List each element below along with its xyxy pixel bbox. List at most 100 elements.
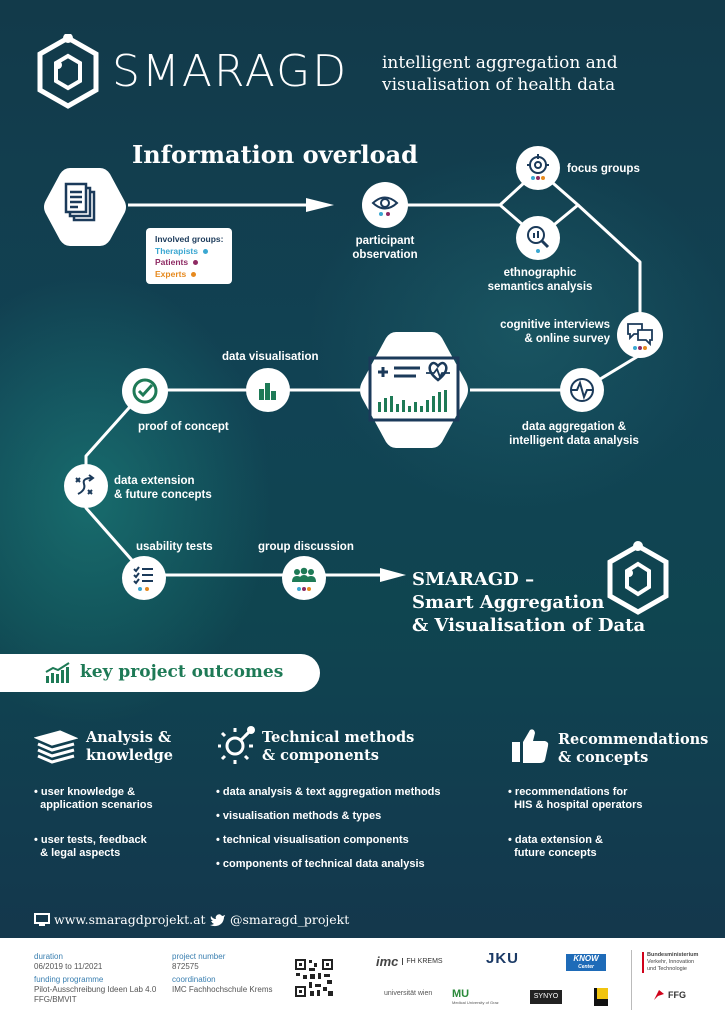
final-result: SMARAGD – Smart Aggregation & Visualisat… xyxy=(412,568,645,637)
ethnographic-label: ethnographic semantics analysis xyxy=(487,267,593,293)
analysis-title-line-2: knowledge xyxy=(86,747,173,764)
participant-observation-label: participant observation xyxy=(352,235,418,261)
recommendations-title-line-1: Recommendations xyxy=(558,731,709,748)
cognitive-interviews-label: cognitive interviews & online survey xyxy=(500,319,610,345)
books-icon xyxy=(34,730,78,764)
bmvit-line-1: Bundesministerium xyxy=(647,952,699,958)
usability-tests-node xyxy=(122,556,166,600)
strategy-icon xyxy=(75,474,95,495)
know-text: KNOW xyxy=(573,954,599,963)
tagline: intelligent aggregation and visualisatio… xyxy=(382,52,642,96)
key-outcomes-title: key project outcomes xyxy=(80,662,284,682)
data-aggregation-node xyxy=(560,368,604,412)
bar-chart-icon xyxy=(259,383,276,400)
focus-groups-label: focus groups xyxy=(567,163,640,175)
proof-of-concept-node xyxy=(122,368,168,414)
footer-divider xyxy=(631,950,632,1010)
footer-info-left: duration 06/2019 to 11/2021 funding prog… xyxy=(34,952,156,1005)
duration-label: duration xyxy=(34,952,63,961)
technical-item-4: • components of technical data analysis xyxy=(216,858,425,870)
bmvit-logo: Bundesministerium Verkehr, Innovation un… xyxy=(642,952,698,973)
project-number-label: project number xyxy=(172,952,226,961)
magnifier-chart-icon xyxy=(527,226,550,253)
ffg-mark-icon xyxy=(654,990,664,1000)
website-link[interactable]: www.smaragdprojekt.at xyxy=(54,912,206,927)
proof-of-concept-label: proof of concept xyxy=(138,421,229,433)
qr-code-icon[interactable] xyxy=(294,958,334,998)
target-icon xyxy=(527,154,549,180)
group-discussion-node xyxy=(282,556,326,600)
coordination-label: coordination xyxy=(172,975,216,984)
legend-therapists: Therapists xyxy=(155,246,232,258)
logo-text: SMARAGD xyxy=(112,46,349,97)
funding-value-2: FFG/BMVIT xyxy=(34,995,77,1004)
focus-groups-node xyxy=(516,146,560,190)
check-circle-icon xyxy=(132,378,158,404)
thumbs-up-icon xyxy=(512,729,549,763)
technical-item-3: • technical visualisation components xyxy=(216,834,409,846)
smaragd-logo-small-icon xyxy=(607,541,669,615)
bmvit-line-3: und Technologie xyxy=(647,966,687,972)
funding-value-1: Pilot-Ausschreibung Ideen Lab 4.0 xyxy=(34,985,157,994)
analysis-title-line-1: Analysis & xyxy=(86,729,172,746)
ethnographic-node xyxy=(516,216,560,260)
ffg-logo: FFG xyxy=(652,988,686,1002)
analysis-item-1: • user knowledge & application scenarios xyxy=(34,786,153,811)
final-line-2: Smart Aggregation xyxy=(412,592,605,613)
final-line-1: SMARAGD – xyxy=(412,569,535,590)
smaragd-logo-icon xyxy=(37,34,99,109)
footer xyxy=(0,938,725,1024)
imc-text: imc xyxy=(376,954,399,969)
duration-value: 06/2019 to 11/2021 xyxy=(34,962,103,971)
cognitive-interviews-node xyxy=(617,312,663,358)
eye-icon xyxy=(371,196,399,216)
therapists-dot xyxy=(203,248,208,254)
coordination-value: IMC Fachhochschule Krems xyxy=(172,985,273,994)
data-extension-label: data extension & future concepts xyxy=(114,475,212,501)
univie-logo: universität wien xyxy=(384,990,433,997)
involved-groups-legend: Involved groups: Therapists Patients Exp… xyxy=(146,228,232,284)
data-extension-node xyxy=(64,464,108,508)
footer-info-middle: project number 872575 coordination IMC F… xyxy=(172,952,272,995)
project-number-value: 872575 xyxy=(172,962,199,971)
recommendations-title-line-2: & concepts xyxy=(558,749,649,766)
growth-chart-icon xyxy=(45,662,70,683)
analysis-item-2: • user tests, feedback & legal aspects xyxy=(34,834,147,859)
tagline-line-1: intelligent aggregation and xyxy=(382,53,618,73)
twitter-link[interactable]: @smaragd_projekt xyxy=(230,912,350,927)
technical-item-1: • data analysis & text aggregation metho… xyxy=(216,786,441,798)
information-overload-title: Information overload xyxy=(132,140,418,169)
know-sub-text: Center xyxy=(578,964,594,970)
legend-title: Involved groups: xyxy=(155,234,224,244)
legend-patients: Patients xyxy=(155,257,232,269)
imc-fh-krems-logo: imc FH KREMS xyxy=(376,954,443,969)
participant-observation-node xyxy=(362,182,408,228)
technical-title-line-1: Technical methods xyxy=(262,729,415,746)
technical-item-2: • visualisation methods & types xyxy=(216,810,382,822)
technical-title: Technical methods & components xyxy=(262,729,414,765)
data-visualisation-node xyxy=(246,368,290,412)
data-aggregation-label: data aggregation & intelligent data anal… xyxy=(509,421,639,447)
documents-hexagon xyxy=(44,168,126,246)
final-line-3: & Visualisation of Data xyxy=(412,615,646,636)
recommendations-item-1: • recommendations for HIS & hospital ope… xyxy=(508,786,643,811)
recommendations-item-2: • data extension & future concepts xyxy=(508,834,603,859)
group-discussion-label: group discussion xyxy=(258,541,354,553)
mug-sub-text: Medical University of Graz xyxy=(452,1000,499,1005)
synyo-logo: SYNYO xyxy=(530,990,562,1004)
technical-title-line-2: & components xyxy=(262,747,379,764)
twitter-bird-icon xyxy=(210,914,225,927)
ffg-text: FFG xyxy=(668,990,686,1000)
tagline-line-2: visualisation of health data xyxy=(382,75,616,95)
dashboard-hexagon xyxy=(360,332,468,448)
funding-label: funding programme xyxy=(34,975,104,984)
know-center-logo: KNOW Center xyxy=(566,954,606,971)
analysis-title: Analysis & knowledge xyxy=(86,729,173,765)
jku-logo: JKU xyxy=(486,950,520,967)
monitor-icon xyxy=(34,913,50,926)
gear-wrench-icon xyxy=(218,726,255,764)
fh-krems-text: FH KREMS xyxy=(402,958,443,965)
chat-bubbles-icon xyxy=(627,323,653,350)
recommendations-title: Recommendations & concepts xyxy=(558,731,708,767)
